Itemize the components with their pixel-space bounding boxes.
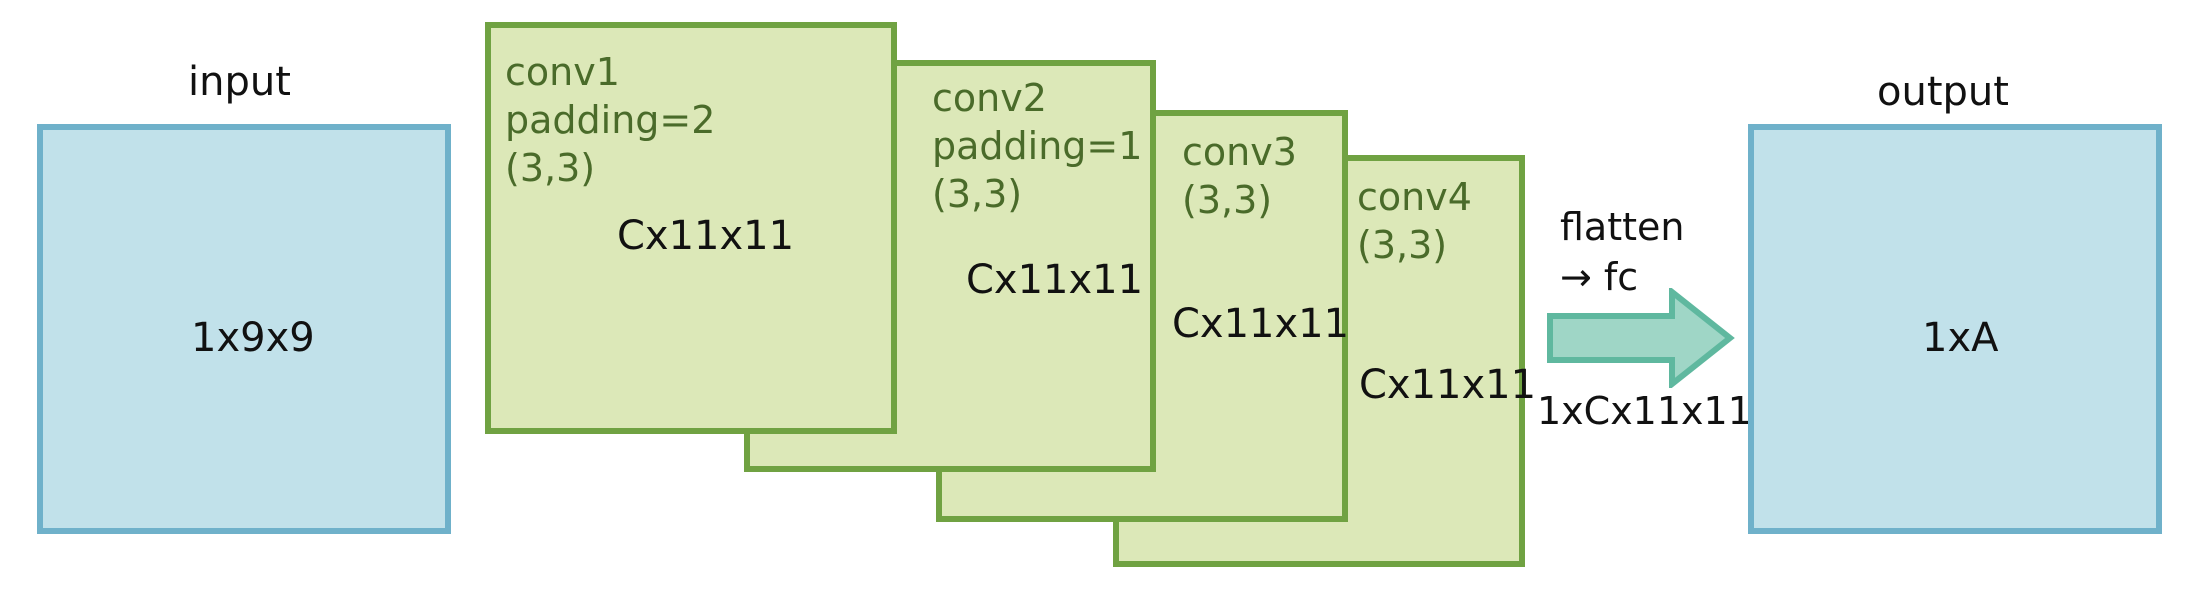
conv2-name: conv2 — [932, 76, 1047, 120]
flatten-shape-label: 1xCx11x11 — [1537, 389, 1752, 433]
output-block: 1xA — [1748, 124, 2162, 534]
conv2-kernel: (3,3) — [932, 172, 1023, 216]
input-dims: 1x9x9 — [191, 315, 315, 361]
conv4-name: conv4 — [1357, 175, 1472, 219]
conv2-label: conv2 padding=1 (3,3) — [932, 74, 1142, 218]
conv1-padding: padding=2 — [505, 98, 716, 142]
conv1-block: conv1 padding=2 (3,3) Cx11x11 — [485, 22, 897, 434]
conv2-padding: padding=1 — [932, 124, 1143, 168]
input-block: 1x9x9 — [37, 124, 451, 534]
flatten-label: flatten — [1560, 205, 1685, 249]
conv3-dims: Cx11x11 — [1172, 301, 1350, 347]
fc-label: → fc — [1560, 255, 1639, 299]
conv3-name: conv3 — [1182, 130, 1297, 174]
input-title: input — [188, 59, 291, 105]
conv4-dims: Cx11x11 — [1359, 362, 1537, 408]
conv3-kernel: (3,3) — [1182, 178, 1273, 222]
conv1-kernel: (3,3) — [505, 146, 596, 190]
flatten-fc-arrow-icon — [1547, 288, 1735, 388]
conv1-name: conv1 — [505, 50, 620, 94]
flatten-fc-arrow-shape — [1547, 288, 1735, 388]
output-title: output — [1877, 69, 2009, 115]
conv1-label: conv1 padding=2 (3,3) — [505, 48, 715, 192]
conv1-dims: Cx11x11 — [617, 213, 795, 259]
conv3-label: conv3 (3,3) — [1182, 128, 1297, 224]
conv4-label: conv4 (3,3) — [1357, 173, 1472, 269]
conv2-dims: Cx11x11 — [966, 257, 1144, 303]
conv4-kernel: (3,3) — [1357, 223, 1448, 267]
output-dims: 1xA — [1922, 315, 1999, 361]
